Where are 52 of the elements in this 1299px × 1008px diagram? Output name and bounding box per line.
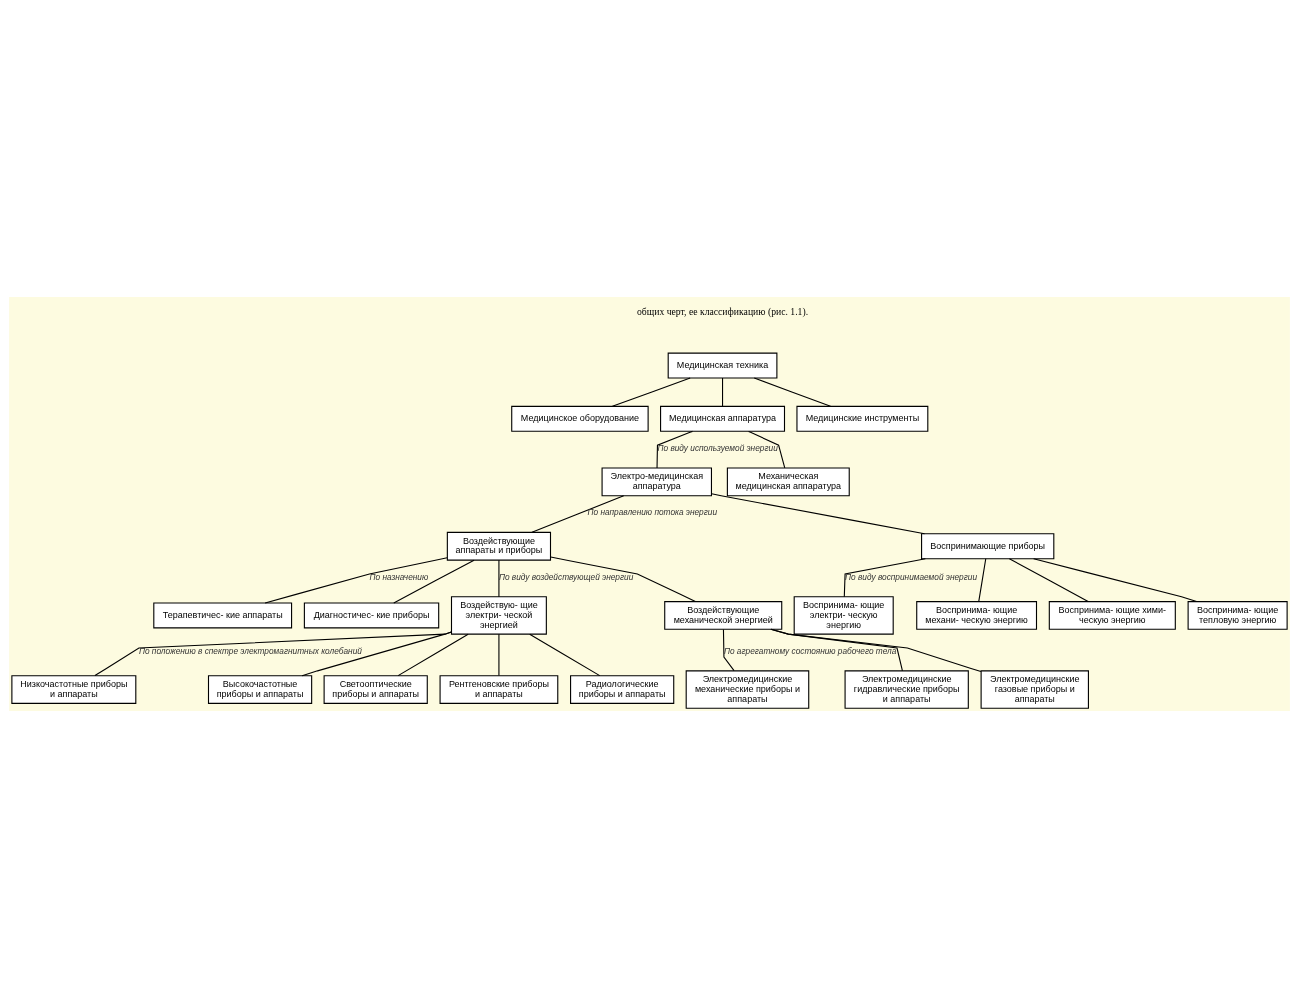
node-box: Радиологические приборы и аппараты (570, 675, 675, 704)
node-box: Электро-медицинская аппаратура (601, 467, 712, 497)
node-box: Воздействую- щие электри- ческой энергией (450, 596, 547, 635)
edge-label: По агрегатному состоянию рабочего тела (723, 645, 897, 656)
connector (264, 557, 448, 604)
node-box: Электромедицинские механические приборы и аппараты (685, 670, 810, 709)
connector (397, 633, 469, 677)
connector (498, 559, 500, 598)
connector (498, 633, 500, 677)
node-box: Светооптические приборы и аппараты (323, 675, 428, 704)
connector (722, 377, 724, 407)
connector (301, 631, 452, 677)
connector (770, 628, 982, 673)
connector (978, 558, 987, 602)
connector (748, 430, 786, 469)
node-box: Воспринима- ющие тепловую энергию (1187, 601, 1288, 630)
edge-label: По направлению потока энергии (587, 507, 718, 518)
label: общих черт, ее классификацию (рис. 1.1). (637, 305, 809, 317)
node-box: Медицинские инструменты (796, 405, 929, 432)
node-box: Механическая медицинская аппаратура (726, 467, 850, 497)
connector (94, 631, 452, 677)
node-box: Медицинская аппаратура (660, 405, 786, 432)
connector (656, 430, 694, 469)
node-box: Воспринима- ющие электри- ческую энергию (793, 596, 894, 635)
connector (611, 377, 691, 407)
edge-label: По положению в спектре электромагнитных колебаний (138, 645, 362, 656)
connector (1033, 558, 1198, 603)
node-box: Воздействующие механической энергией (664, 601, 783, 630)
node-box: Медицинское оборудование (511, 405, 649, 432)
connector (843, 558, 926, 598)
node-box: Рентгеновские приборы и аппараты (439, 675, 559, 704)
node-box: Воспринима- ющие хими- ческую энергию (1048, 601, 1176, 630)
node-box: Диагностичес- кие приборы (303, 602, 440, 629)
node-box: Терапевтичес- кие аппараты (153, 602, 293, 629)
node-box: Воздействующие аппараты и приборы (446, 531, 552, 561)
node-box: Воспринима- ющие механи- ческую энергию (916, 601, 1038, 630)
node-box: Низкочастотные приборы и аппараты (11, 675, 137, 704)
connector (531, 495, 625, 533)
connector (550, 556, 696, 603)
connector (722, 628, 735, 672)
connector (393, 559, 475, 604)
node-box: Электромедицинские гидравлические приборы и аппараты (844, 670, 969, 709)
connector (529, 633, 601, 677)
node-box: Воспринимающие приборы (921, 533, 1055, 560)
connector (1008, 558, 1089, 603)
connector (711, 493, 926, 535)
edge-label: По виду воспринимаемой энергии (845, 571, 978, 582)
node-box: Медицинская техника (667, 352, 778, 379)
edge-label: По назначению (369, 571, 429, 582)
node-box: Электромедицинские газовые приборы и аппараты (980, 670, 1089, 709)
connector (753, 377, 832, 407)
node-box: Высокочастотные приборы и аппараты (207, 675, 313, 704)
